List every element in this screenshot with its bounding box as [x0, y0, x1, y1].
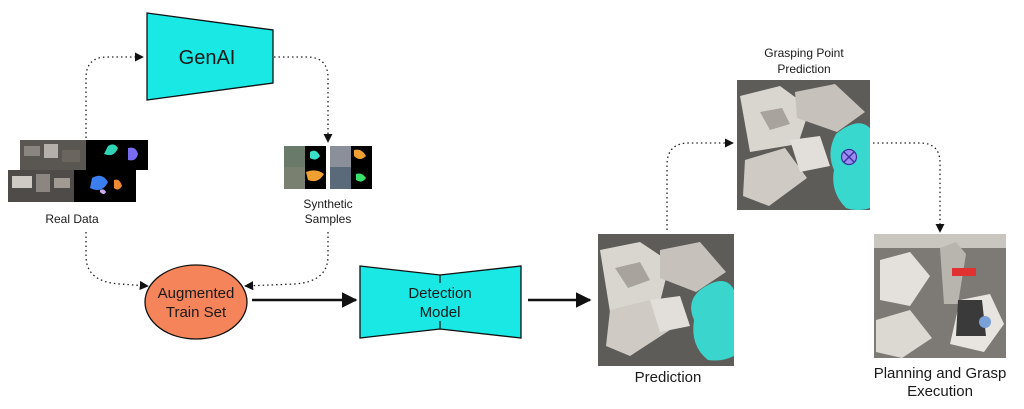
detection-label-line2: Model	[420, 304, 461, 321]
augmented-node: Augmented Train Set	[144, 264, 248, 340]
planning-image	[874, 234, 1006, 358]
synthetic-images	[284, 146, 372, 189]
arrow-genai-to-synthetic	[274, 56, 333, 143]
real-data-images	[8, 140, 148, 202]
detection-node: Detection Model	[359, 265, 522, 339]
genai-node: GenAI	[146, 12, 274, 101]
grasp-point-icon	[840, 148, 858, 166]
prediction-label: Prediction	[635, 369, 702, 386]
augmented-label-line1: Augmented	[158, 285, 235, 302]
real-data-label: Real Data	[45, 212, 99, 226]
prediction-image	[598, 234, 734, 366]
genai-shape	[146, 12, 274, 101]
synthetic-label-line1: Synthetic	[303, 197, 352, 211]
planning-label-line2: Execution	[907, 383, 973, 400]
detection-label-line1: Detection	[408, 285, 471, 302]
arrow-real-to-augmented	[85, 232, 149, 290]
arrow-grasping-to-planning	[873, 142, 945, 233]
genai-label: GenAI	[179, 47, 236, 69]
grasping-label-line2: Prediction	[777, 62, 830, 76]
planning-label-line1: Planning and Grasp	[874, 365, 1007, 382]
arrow-real-to-genai	[85, 52, 144, 138]
arrow-prediction-to-grasping	[666, 138, 734, 230]
synthetic-label-line2: Samples	[305, 212, 352, 226]
arrow-synthetic-to-augmented	[244, 232, 329, 291]
grasping-image	[737, 80, 870, 210]
augmented-shape	[144, 264, 248, 340]
augmented-label-line2: Train Set	[166, 304, 227, 321]
grasping-label-line1: Grasping Point	[764, 46, 844, 60]
